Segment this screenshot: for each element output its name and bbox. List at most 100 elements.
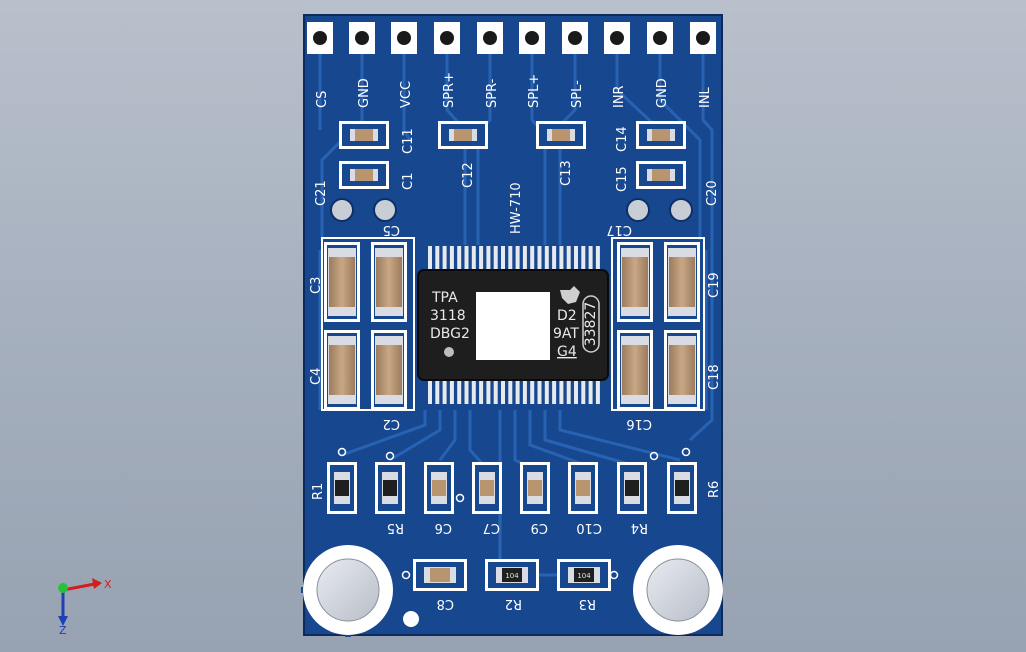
label-r6: R6 (707, 481, 722, 498)
capacitor-c17 (617, 242, 653, 322)
via (385, 451, 395, 461)
label-r2: R2 (505, 596, 522, 611)
test-point (330, 198, 354, 222)
pin-label: SPL- (570, 80, 585, 108)
pin-label: CS (315, 91, 330, 108)
amplifier-chip: TPA 3118 DBG2 D2 9AT G4 33827 (417, 246, 609, 404)
resistor-r1 (327, 462, 357, 514)
capacitor-c6 (424, 462, 454, 514)
label-c18: C18 (707, 364, 722, 390)
chip-text-line4: DBG2 (430, 326, 470, 342)
label-c8: C8 (437, 596, 454, 611)
via (681, 447, 691, 457)
capacitor-footprint (611, 237, 705, 411)
label-c2: C2 (383, 416, 400, 431)
label-c21: C21 (314, 180, 329, 206)
via (609, 570, 619, 580)
label-c17: C17 (606, 222, 632, 237)
resistor-r6 (667, 462, 697, 514)
pin1-dot (444, 347, 454, 357)
mounting-holes (301, 543, 723, 637)
pin-label: GND (655, 78, 670, 108)
ti-logo-icon (560, 286, 580, 304)
header-pin-4 (434, 22, 460, 54)
label-c9: C9 (531, 520, 548, 535)
label-r1: R1 (311, 483, 326, 500)
capacitor-c4 (324, 330, 360, 410)
capacitor-c7 (472, 462, 502, 514)
pin-label: GND (357, 78, 372, 108)
label-c20: C20 (705, 180, 720, 206)
small-capacitor-group (339, 121, 686, 189)
label-c12: C12 (461, 162, 476, 188)
label-c16: C16 (626, 416, 652, 431)
capacitor-c11 (339, 121, 389, 149)
test-points (330, 198, 693, 222)
capacitor-c2 (371, 330, 407, 410)
label-r4: R4 (631, 520, 648, 535)
capacitor-c10 (568, 462, 598, 514)
resistor-row (327, 447, 697, 514)
pin-label: SPR+ (442, 72, 457, 108)
pin-label: INL (698, 86, 713, 108)
via (401, 570, 411, 580)
header-pin-6 (519, 22, 545, 54)
header-pin-1 (307, 22, 333, 54)
label-c1: C1 (401, 173, 416, 190)
bottom-component-row: 104 104 (401, 559, 619, 591)
axis-x-label: X (104, 578, 112, 591)
chip-text-line3: D2 (557, 308, 577, 324)
resistor-r3: 104 (557, 559, 611, 591)
chip-text-line5: 9AT (553, 326, 579, 342)
capacitor-c12 (438, 121, 488, 149)
capacitor-c14 (636, 121, 686, 149)
via (649, 451, 659, 461)
fiducial-dot (403, 611, 419, 627)
label-r3: R3 (579, 596, 596, 611)
header-pin-9 (647, 22, 673, 54)
header-pin-row (307, 22, 716, 54)
capacitor-c13 (536, 121, 586, 149)
chip-vertical-text: 33827 (583, 302, 599, 347)
label-c6: C6 (435, 520, 452, 535)
header-pin-7 (562, 22, 588, 54)
resistor-marking: 104 (505, 572, 519, 580)
label-c11: C11 (401, 128, 416, 154)
label-c13: C13 (559, 160, 574, 186)
capacitor-c19 (664, 242, 700, 322)
via (337, 447, 347, 457)
label-r5: R5 (387, 520, 404, 535)
label-c7: C7 (483, 520, 500, 535)
capacitor-c9 (520, 462, 550, 514)
label-c5: C5 (383, 222, 400, 237)
pcb-traces (318, 40, 714, 577)
board-name-label: HW-710 (509, 182, 524, 234)
chip-thermal-pad (476, 292, 550, 360)
resistor-r4 (617, 462, 647, 514)
header-pin-5 (477, 22, 503, 54)
via (455, 493, 465, 503)
chip-text-line2: 3118 (430, 308, 466, 324)
capacitor-c15 (636, 161, 686, 189)
capacitor-c16 (617, 330, 653, 410)
large-capacitor-group (321, 237, 705, 411)
label-c3: C3 (309, 277, 324, 294)
capacitor-c1 (339, 161, 389, 189)
label-c4: C4 (309, 368, 324, 385)
pin-label: SPR- (485, 78, 500, 108)
capacitor-c3 (324, 242, 360, 322)
capacitor-c8 (413, 559, 467, 591)
resistor-r5 (375, 462, 405, 514)
axis-triad-icon: X Z (58, 578, 112, 637)
chip-text-line1: TPA (431, 290, 458, 306)
test-point (373, 198, 397, 222)
capacitor-footprint (321, 237, 415, 411)
test-point (669, 198, 693, 222)
header-pin-3 (391, 22, 417, 54)
chip-text-line6: G4 (557, 344, 577, 360)
test-point (626, 198, 650, 222)
label-c15: C15 (615, 166, 630, 192)
